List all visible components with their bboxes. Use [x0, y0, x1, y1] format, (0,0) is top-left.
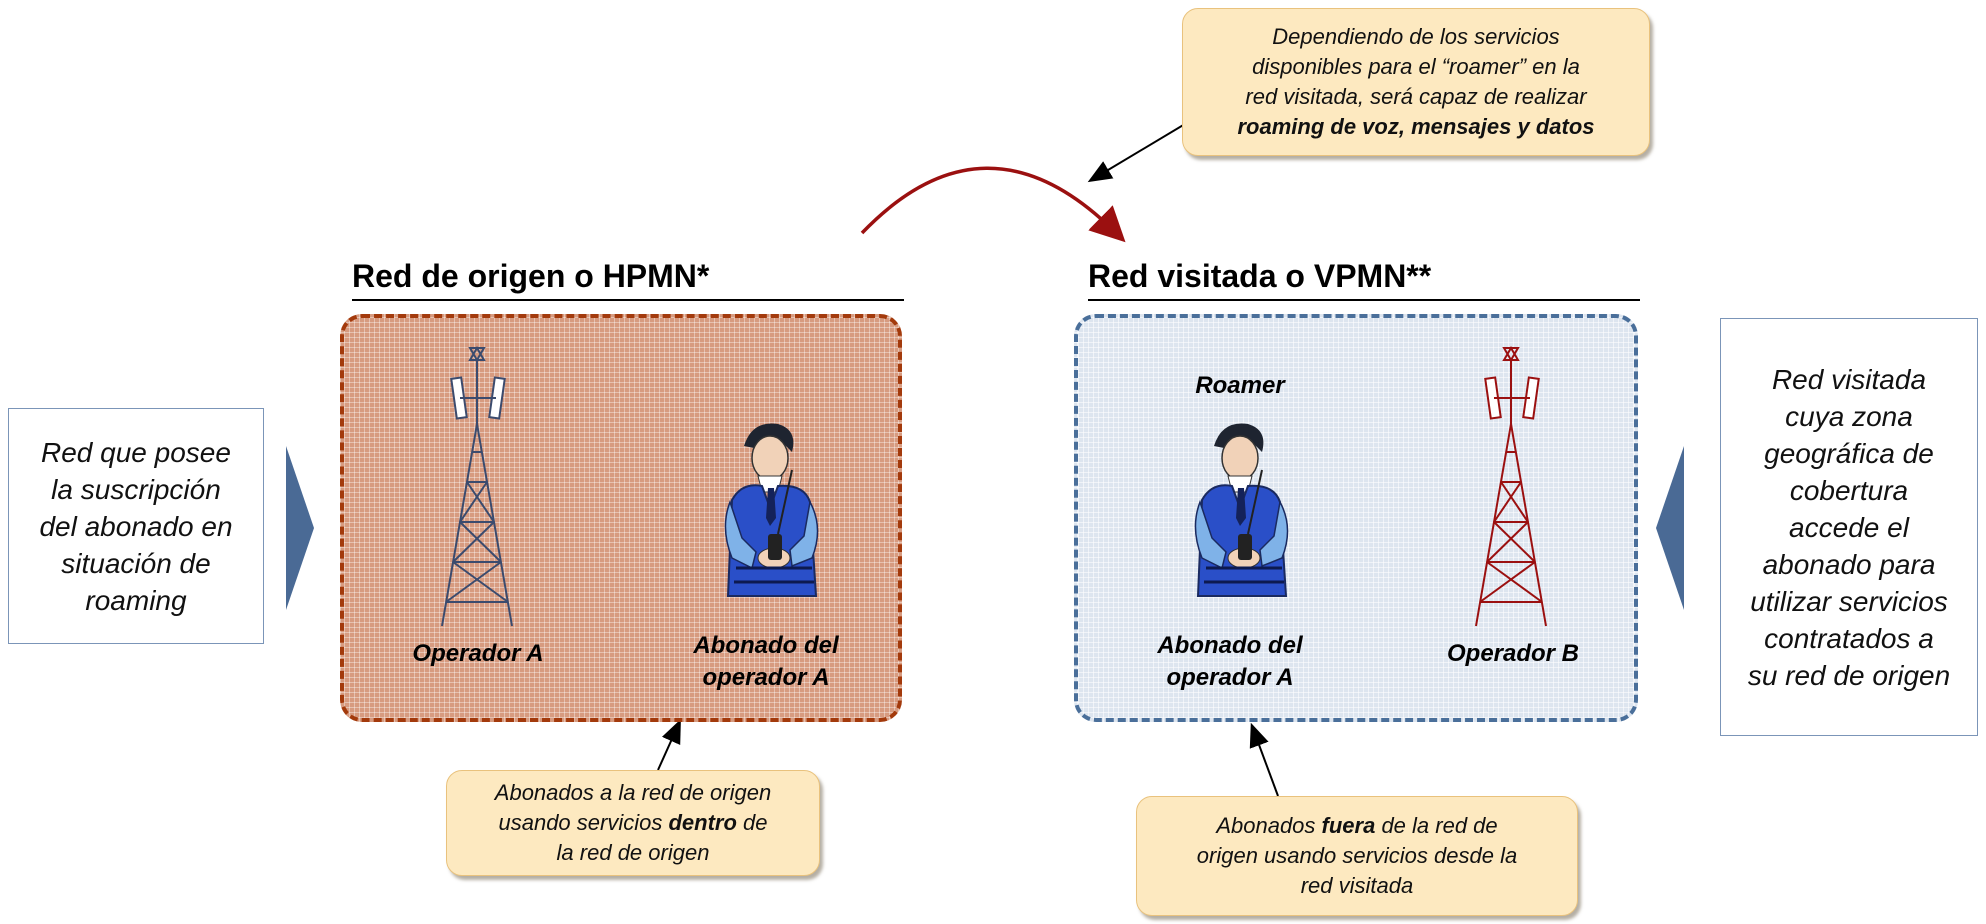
- bottom-right-callout: Abonados fuera de la red de origen usand…: [1136, 796, 1578, 916]
- roamer-subscriber-label: Abonado del operador A: [1130, 630, 1330, 694]
- left-side-box: Red que posee la suscripción del abonado…: [8, 408, 264, 644]
- right-side-line3: geográfica de: [1764, 437, 1934, 469]
- top-callout-pointer: [1087, 123, 1186, 183]
- tower-icon-operator-a: [441, 346, 513, 627]
- bottom-left-callout: Abonados a la red de origen usando servi…: [446, 770, 820, 876]
- subscriber-icon-home: [724, 423, 819, 597]
- left-side-line1: Red que posee: [41, 436, 231, 468]
- right-side-line4: cobertura: [1789, 474, 1909, 506]
- left-side-line4: situación de: [61, 547, 211, 579]
- right-side-line9: su red de origen: [1747, 659, 1951, 691]
- home-tower-label: Operador A: [412, 640, 544, 667]
- bottom-left-line3: la red de origen: [556, 840, 710, 865]
- home-subscriber-label: Abonado del operador A: [666, 630, 866, 694]
- left-pointer-triangle: [286, 446, 314, 610]
- bottom-left-line1: Abonados a la red de origen: [494, 780, 772, 805]
- roamer-label: Roamer: [1195, 372, 1285, 399]
- left-side-line5: roaming: [85, 584, 187, 616]
- bottom-right-line1-bold: fuera: [1321, 813, 1376, 838]
- visited-tower-label: Operador B: [1446, 640, 1580, 667]
- right-side-line7: utilizar servicios: [1750, 585, 1948, 617]
- top-callout: Dependiendo de los servicios disponibles…: [1182, 8, 1650, 156]
- subscriber-icon-roamer: [1194, 423, 1289, 597]
- right-side-line8: contratados a: [1764, 622, 1934, 654]
- top-callout-line2: disponibles para el “roamer” en la: [1252, 54, 1580, 79]
- visited-network-box: [1074, 314, 1638, 722]
- roamer-subscriber-label-line1: Abonado del: [1157, 632, 1303, 659]
- right-pointer-triangle: [1656, 446, 1684, 610]
- right-side-line1: Red visitada: [1771, 363, 1927, 395]
- bottom-left-line2-pre: usando servicios: [498, 810, 669, 835]
- visited-network-title: Red visitada o VPMN**: [1088, 258, 1640, 301]
- bottom-right-line1-post: de la red de: [1375, 813, 1498, 838]
- left-side-line2: la suscripción: [51, 473, 221, 505]
- top-callout-bold: roaming de voz, mensajes y datos: [1237, 114, 1595, 139]
- left-side-line3: del abonado en: [39, 510, 233, 542]
- tower-icon-operator-b: [1475, 346, 1547, 627]
- home-subscriber-label-line1: Abonado del: [693, 632, 839, 659]
- top-callout-line3: red visitada, será capaz de realizar: [1245, 84, 1587, 109]
- right-side-line2: cuya zona: [1785, 400, 1913, 432]
- bottom-left-line2-post: de: [736, 810, 768, 835]
- bottom-left-callout-pointer: [657, 719, 681, 771]
- right-side-line5: accede el: [1789, 511, 1909, 543]
- home-network-title: Red de origen o HPMN*: [352, 258, 904, 301]
- bottom-right-line1-pre: Abonados: [1216, 813, 1322, 838]
- top-callout-line1: Dependiendo de los servicios: [1272, 24, 1560, 49]
- roamer-subscriber-label-line2: operador A: [1166, 664, 1294, 691]
- bottom-right-line3: red visitada: [1300, 873, 1414, 898]
- bottom-left-line2-bold: dentro: [668, 810, 737, 835]
- home-network-box: [340, 314, 902, 722]
- bottom-right-callout-pointer: [1249, 722, 1279, 797]
- right-side-box: Red visitada cuya zona geográfica de cob…: [1720, 318, 1978, 736]
- home-subscriber-label-line2: operador A: [702, 664, 830, 691]
- right-side-line6: abonado para: [1762, 548, 1936, 580]
- bottom-right-line2: origen usando servicios desde la: [1196, 843, 1518, 868]
